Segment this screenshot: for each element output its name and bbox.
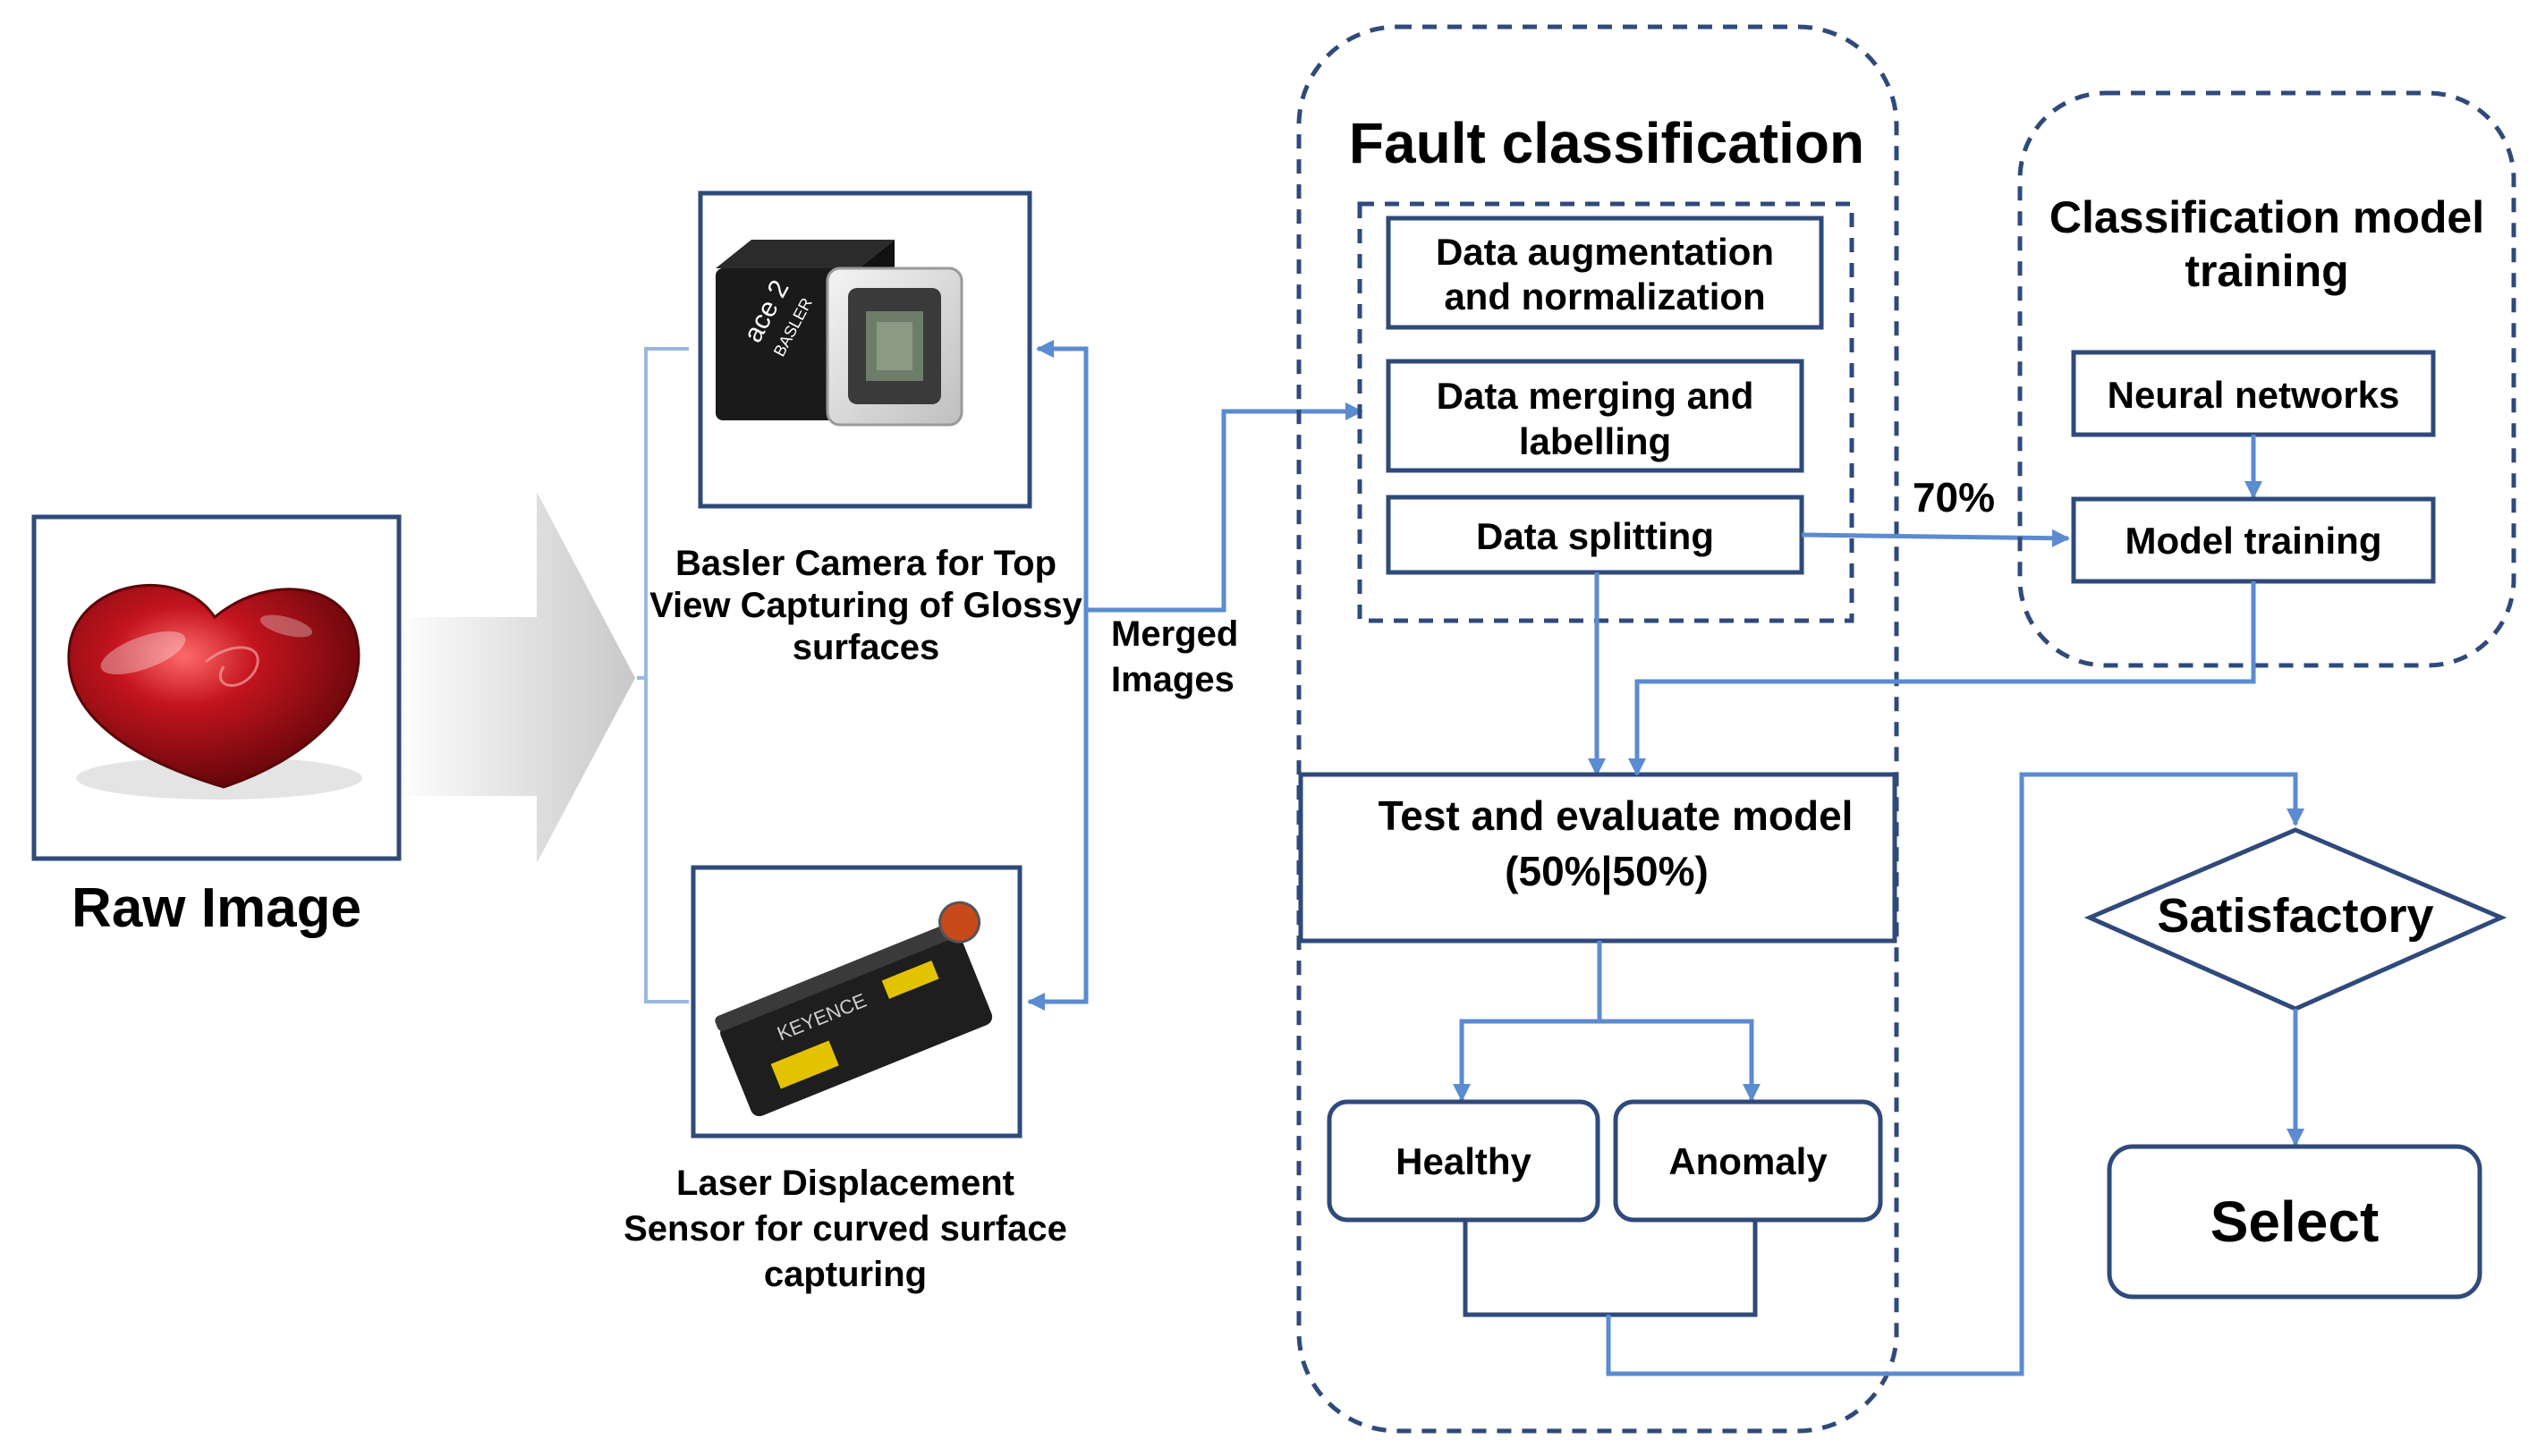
merge-connector-top: [1036, 340, 1089, 610]
test-to-outcomes-stem: [1453, 941, 1602, 1102]
sensor-caption-line3: capturing: [764, 1255, 927, 1294]
merged-to-fault-connector: [1086, 402, 1363, 613]
sensor-caption-line2: Sensor for curved surface: [624, 1209, 1067, 1249]
raw-image-panel: [31, 514, 402, 861]
outcomes-to-satisfactory-connector: [1606, 772, 2304, 1376]
test-evaluate-label-line2: (50%|50%): [1505, 848, 1709, 894]
satisfactory-label: Satisfactory: [2157, 889, 2433, 943]
data-merging-label-line2: labelling: [1519, 420, 1671, 462]
training-title-line2: training: [2185, 246, 2348, 296]
camera-caption-line2: View Capturing of Glossy: [649, 586, 1083, 625]
sensor-panel: KEYENCE: [691, 865, 1022, 1139]
training-title-line1: Classification model: [2049, 192, 2484, 242]
neural-networks-box: [2071, 350, 2436, 437]
test-evaluate-box: [1298, 772, 1897, 944]
merge-connector-bottom: [1027, 610, 1089, 1011]
data-augmentation-box: [1386, 216, 1824, 330]
model-training-box: [2071, 496, 2436, 584]
healthy-label: Healthy: [1396, 1140, 1532, 1182]
camera-panel: ace 2 BASLER: [698, 190, 1032, 509]
split-to-training-connector: [1801, 529, 2070, 547]
test-evaluate-label-line1: Test and evaluate model: [1379, 792, 1854, 839]
select-label: Select: [2210, 1189, 2380, 1254]
neural-networks-label: Neural networks: [2108, 374, 2400, 416]
anomaly-box: [1613, 1099, 1883, 1223]
test-to-anomaly-connector: [1599, 1019, 1761, 1102]
capture-bracket: [637, 347, 689, 1003]
camera-image: ace 2 BASLER: [716, 240, 963, 427]
heart-object-image: [67, 584, 362, 800]
anomaly-label: Anomaly: [1668, 1140, 1828, 1182]
split-70-label: 70%: [1913, 474, 1995, 521]
training-to-test-connector: [1628, 581, 2256, 776]
model-training-label: Model training: [2125, 520, 2382, 562]
data-augmentation-label-line2: and normalization: [1444, 275, 1765, 317]
fault-classification-container: [1296, 24, 1899, 1434]
data-augmentation-label-line1: Data augmentation: [1436, 231, 1774, 273]
laser-sensor-image: KEYENCE: [715, 901, 993, 1117]
camera-caption-line1: Basler Camera for Top: [675, 544, 1056, 583]
large-flow-arrow: [394, 492, 635, 863]
merged-label-line1: Merged: [1111, 614, 1238, 654]
outcomes-merge-connector: [1463, 1220, 1758, 1317]
fault-classification-title: Fault classification: [1349, 111, 1864, 175]
camera-caption-line3: surfaces: [793, 628, 940, 667]
raw-image-label: Raw Image: [72, 877, 361, 939]
data-merging-label-line1: Data merging and: [1437, 375, 1754, 417]
preprocessing-group: [1357, 201, 1854, 623]
data-splitting-label: Data splitting: [1476, 515, 1714, 557]
select-box: [2107, 1144, 2482, 1299]
sensor-caption-line1: Laser Displacement: [676, 1164, 1014, 1203]
data-merging-box: [1386, 359, 1804, 473]
merged-label-line2: Images: [1111, 660, 1235, 699]
training-container: [2017, 90, 2516, 668]
